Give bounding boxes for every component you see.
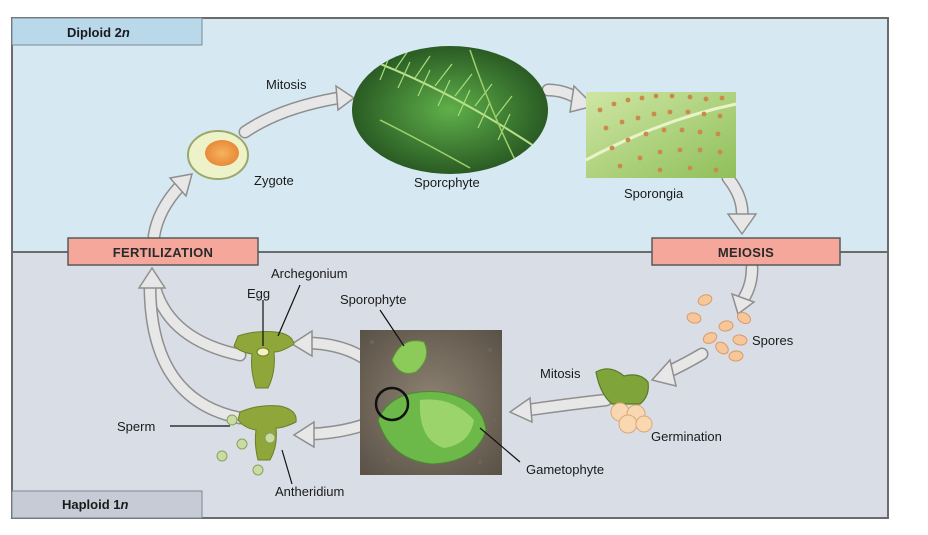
antheridium-illustration [237,405,297,461]
haploid-tab [11,490,203,519]
sporangia-illustration [585,92,737,178]
label-zygote: Zygote [254,173,294,188]
gametophyte-photo [360,330,502,475]
label-mitosis-bottom: Mitosis [540,366,581,381]
label-sperm: Sperm [117,419,155,434]
meiosis-box [651,237,841,266]
spores-illustration [686,294,752,362]
label-germination: Germination [651,429,722,444]
label-mitosis-top: Mitosis [266,77,307,92]
fertilization-label: FERTILIZATION [113,245,213,260]
label-sporophyte-young: Sporophyte [340,292,407,307]
label-antheridium: Antheridium [275,484,344,499]
sporophyte-illustration [352,46,548,174]
label-archegonium: Archegonium [271,266,348,281]
sperm-illustration [216,414,276,476]
diploid-tab [11,17,203,46]
fertilization-box [67,237,259,266]
label-egg: Egg [247,286,270,301]
germination-illustration [595,368,653,434]
label-sporangia: Sporongia [624,186,684,201]
diploid-label: Diploid 2n [67,25,130,40]
haploid-label: Haploid 1n [62,497,129,512]
cycle-arrows [137,83,759,449]
zygote-illustration [187,130,249,180]
meiosis-label: MEIOSIS [718,245,774,260]
label-spores: Spores [752,333,794,348]
label-sporophyte-main: Sporcphyte [414,175,480,190]
archegonium-illustration [233,331,295,389]
leader-lines [170,284,521,485]
label-gametophyte: Gametophyte [526,462,604,477]
